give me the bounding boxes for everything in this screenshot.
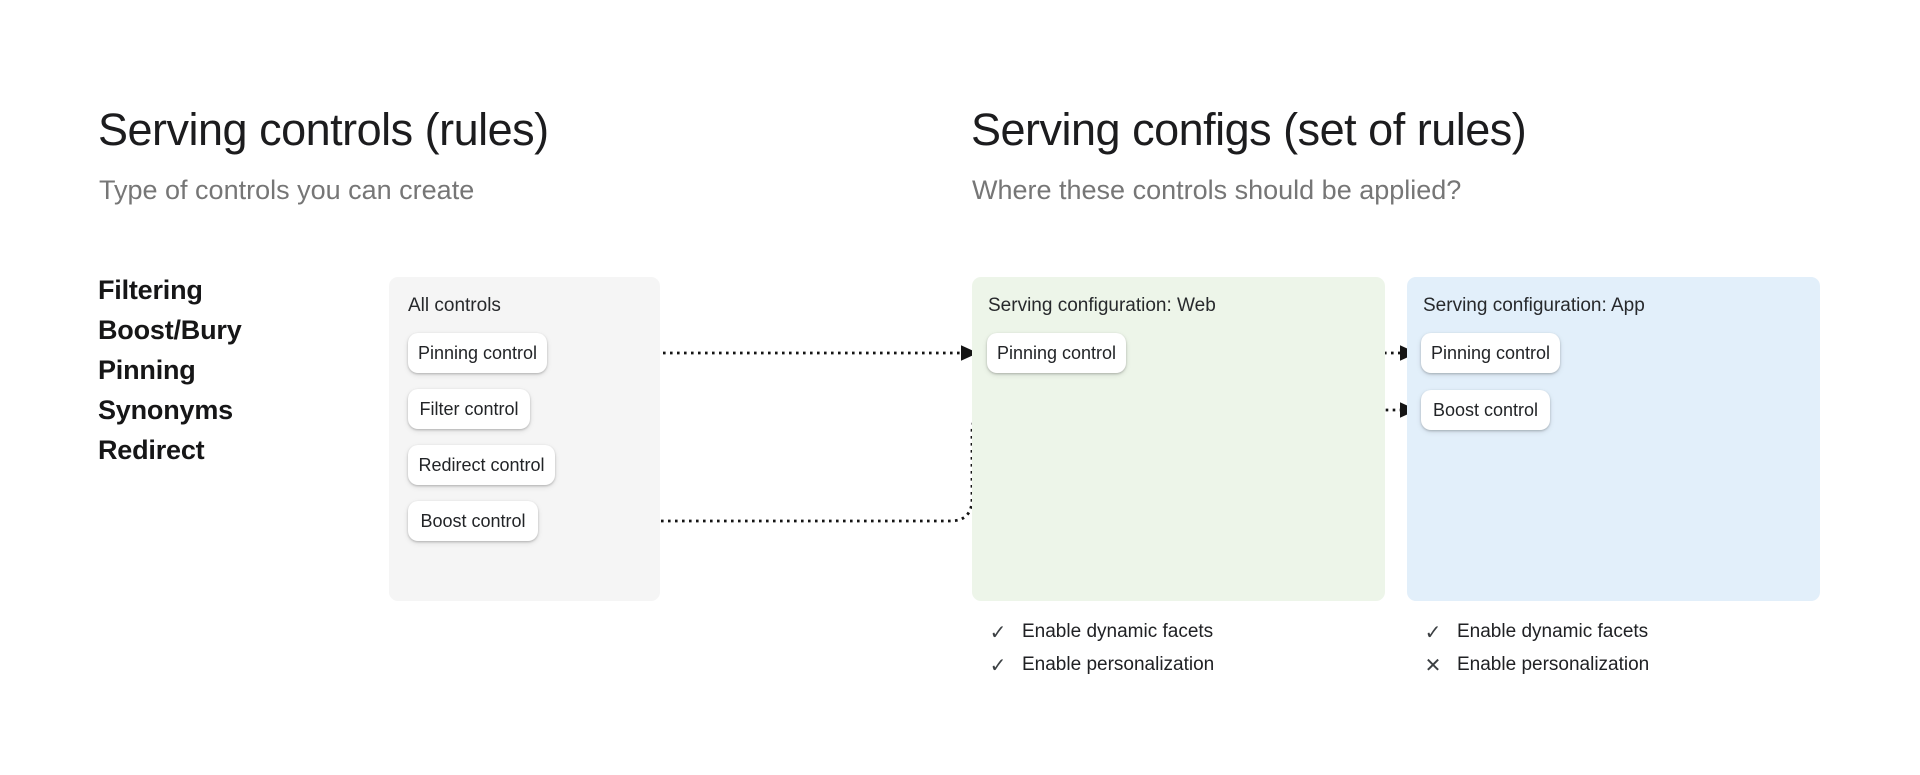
- all-controls-card-label: All controls: [408, 295, 501, 316]
- app-config-boost-chip[interactable]: Boost control: [1421, 390, 1550, 430]
- cross-icon: ✕: [1424, 653, 1442, 677]
- check-icon: ✓: [1424, 620, 1442, 644]
- feature-label: Enable personalization: [1457, 654, 1650, 675]
- web-config-card: [972, 277, 1385, 601]
- web-config-pinning-chip[interactable]: Pinning control: [987, 333, 1126, 373]
- control-type-redirect: Redirect: [98, 435, 205, 465]
- all-controls-redirect-chip[interactable]: Redirect control: [408, 445, 555, 485]
- web-feature-personalization: ✓ Enable personalization: [988, 652, 1215, 678]
- feature-label: Enable personalization: [1022, 654, 1215, 675]
- feature-label: Enable dynamic facets: [1022, 621, 1214, 642]
- all-controls-filter-chip[interactable]: Filter control: [408, 389, 530, 429]
- feature-label: Enable dynamic facets: [1457, 621, 1649, 642]
- all-controls-pinning-chip[interactable]: Pinning control: [408, 333, 547, 373]
- check-icon: ✓: [989, 653, 1007, 677]
- all-controls-card: [389, 277, 660, 601]
- app-feature-personalization: ✕ Enable personalization: [1423, 652, 1650, 678]
- right-section-subtitle: Where these controls should be applied?: [972, 175, 1462, 205]
- app-config-card: [1407, 277, 1820, 601]
- control-type-filtering: Filtering: [98, 275, 203, 305]
- right-section-title: Serving configs (set of rules): [971, 104, 1527, 155]
- control-type-list: Filtering Boost/Bury Pinning Synonyms Re…: [98, 270, 242, 470]
- control-type-pinning: Pinning: [98, 355, 196, 385]
- app-config-card-label: Serving configuration: App: [1423, 295, 1645, 316]
- left-section-subtitle: Type of controls you can create: [99, 175, 475, 205]
- control-type-boost-bury: Boost/Bury: [98, 315, 242, 345]
- app-feature-dynamic-facets: ✓ Enable dynamic facets: [1423, 619, 1649, 645]
- web-feature-dynamic-facets: ✓ Enable dynamic facets: [988, 619, 1214, 645]
- check-icon: ✓: [989, 620, 1007, 644]
- control-type-synonyms: Synonyms: [98, 395, 233, 425]
- all-controls-boost-chip[interactable]: Boost control: [408, 501, 538, 541]
- left-section-title: Serving controls (rules): [98, 104, 549, 155]
- app-config-pinning-chip[interactable]: Pinning control: [1421, 333, 1560, 373]
- web-config-card-label: Serving configuration: Web: [988, 295, 1216, 316]
